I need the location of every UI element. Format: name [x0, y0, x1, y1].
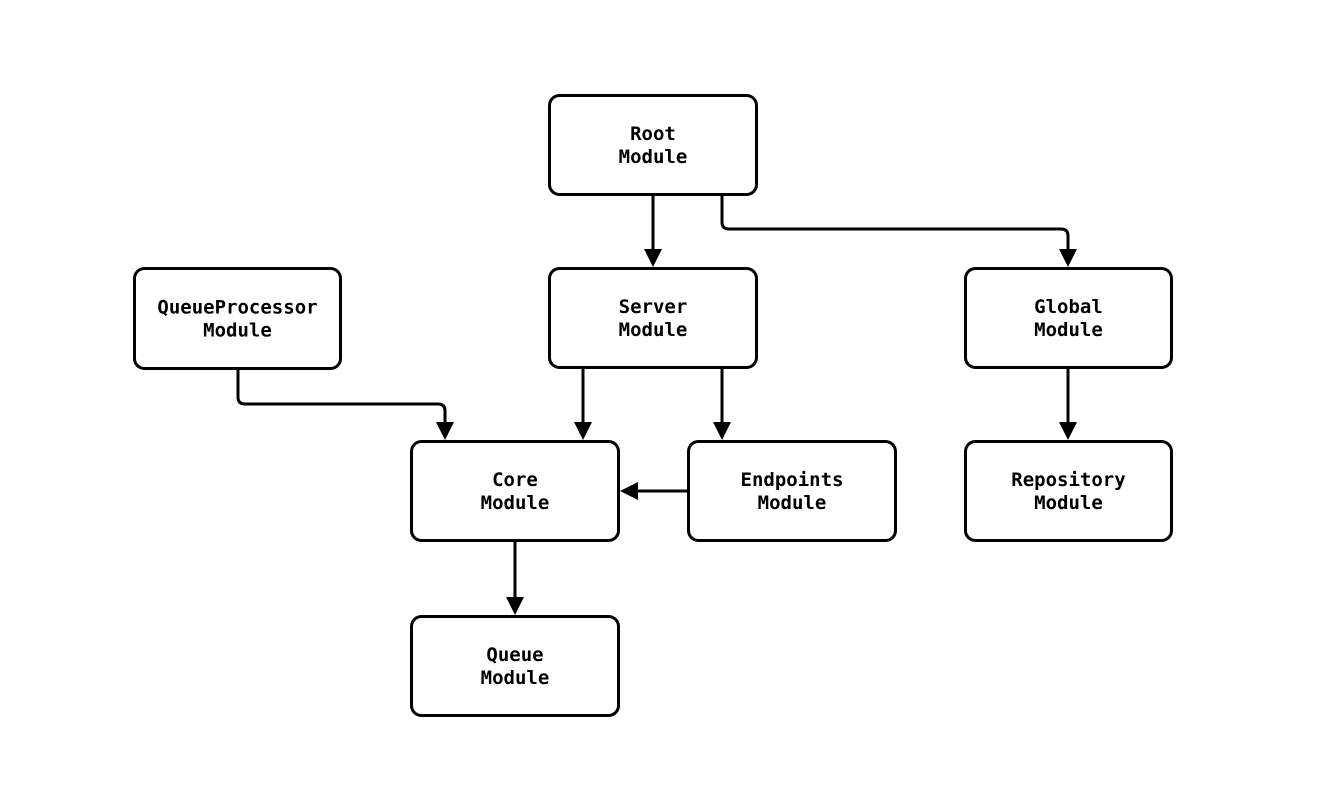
node-core-module-label-line2: Module	[481, 492, 550, 514]
node-root-module-shape	[548, 94, 758, 196]
edge-root-to-server	[644, 196, 662, 267]
arrowhead-icon	[574, 422, 592, 440]
arrowhead-icon	[713, 422, 731, 440]
node-endpoints-module-shape	[687, 440, 897, 542]
arrowhead-icon	[644, 249, 662, 267]
node-server-module-label-line2: Module	[619, 319, 688, 341]
node-global-module-shape	[964, 267, 1173, 369]
node-root-module-label-line2: Module	[619, 146, 688, 168]
node-server-module-shape	[548, 267, 758, 369]
edge-queueprocessor-to-core-line	[236, 370, 447, 426]
node-queueprocessor-module-shape	[133, 267, 342, 370]
node-global-module-label-line1: Global	[1034, 296, 1103, 318]
node-queue-module-label-line1: Queue	[486, 644, 543, 666]
node-core-module-shape	[410, 440, 620, 542]
node-queueprocessor-module-label-line2: Module	[203, 319, 272, 341]
arrowhead-icon	[436, 422, 454, 440]
node-queueprocessor-module-label-line1: QueueProcessor	[157, 296, 317, 318]
node-global-module-label-line2: Module	[1034, 319, 1103, 341]
node-root-module-label-line1: Root	[630, 123, 676, 145]
edge-endpoints-to-core	[620, 482, 687, 500]
edge-server-to-core	[574, 369, 592, 440]
node-endpoints-module-label-line2: Module	[758, 492, 827, 514]
node-repository-module-label-line1: Repository	[1011, 469, 1125, 491]
node-repository-module-label-line2: Module	[1034, 492, 1103, 514]
node-repository-module-shape	[964, 440, 1173, 542]
node-queue-module-shape	[410, 615, 620, 717]
edge-global-to-repository	[1059, 369, 1077, 440]
node-queue-module-label-line2: Module	[481, 667, 550, 689]
edge-root-to-global	[720, 196, 1077, 267]
node-endpoints-module-label-line1: Endpoints	[741, 469, 844, 491]
arrowhead-icon	[620, 482, 638, 500]
edge-core-to-queue	[506, 542, 524, 615]
arrowhead-icon	[1059, 422, 1077, 440]
edge-queueprocessor-to-core	[236, 370, 454, 440]
node-server-module-label-line1: Server	[619, 296, 688, 318]
node-core-module-label-line1: Core	[492, 469, 538, 491]
arrowhead-icon	[506, 597, 524, 615]
arrowhead-icon	[1059, 249, 1077, 267]
edge-root-to-global-line	[720, 196, 1070, 253]
edge-server-to-endpoints	[713, 369, 731, 440]
edges-layer	[236, 196, 1077, 615]
